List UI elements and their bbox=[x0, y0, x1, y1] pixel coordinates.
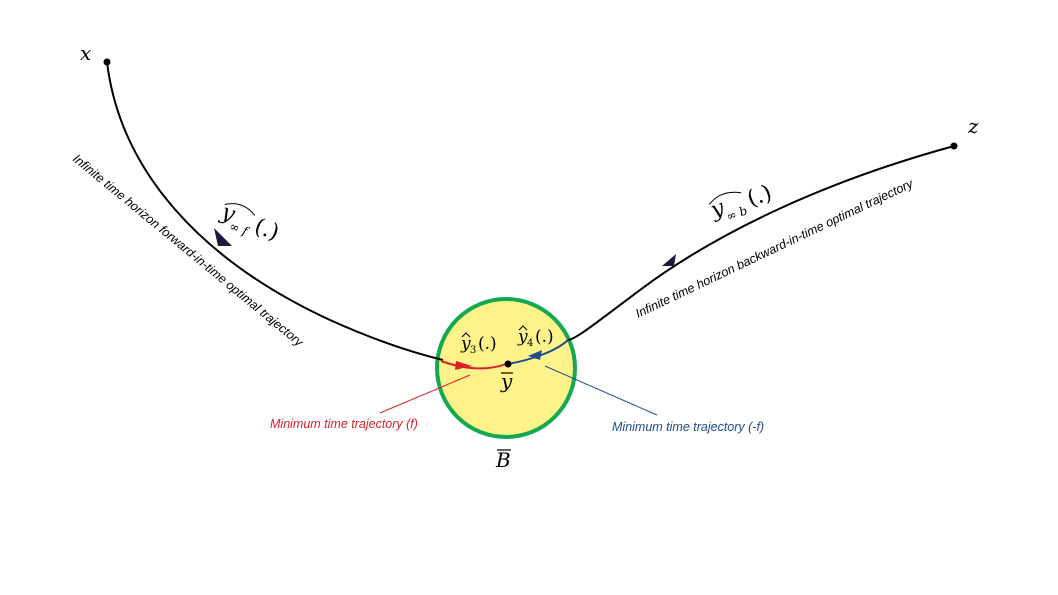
backward-arrow bbox=[662, 254, 676, 266]
point-x bbox=[103, 58, 111, 66]
label-ball: B bbox=[495, 448, 511, 472]
min-time-minus-f-label: Minimum time trajectory (-f) bbox=[612, 420, 764, 434]
y3-symbol: y 3 (.) bbox=[460, 332, 497, 356]
point-ybar bbox=[504, 360, 512, 368]
backward-symbol-sub: ∞ b bbox=[724, 203, 749, 224]
red-arrow bbox=[455, 361, 472, 370]
y4-arg: (.) bbox=[535, 327, 554, 347]
label-z: z bbox=[967, 114, 979, 138]
backward-symbol: y ∞ b (.) bbox=[707, 180, 776, 224]
backward-symbol-hat bbox=[708, 191, 742, 205]
y4-sub: 4 bbox=[527, 338, 533, 349]
label-x: x bbox=[80, 41, 91, 65]
y3-main: y bbox=[460, 334, 471, 354]
forward-symbol-arg: (.) bbox=[251, 214, 282, 246]
blue-trajectory bbox=[507, 339, 569, 365]
min-time-f-label: Minimum time trajectory (f) bbox=[270, 417, 418, 431]
forward-trajectory bbox=[106, 61, 444, 361]
backward-symbol-arg: (.) bbox=[744, 180, 775, 212]
label-ybar: y bbox=[500, 369, 513, 393]
forward-symbol-hat bbox=[224, 203, 256, 216]
ball-b bbox=[435, 297, 577, 439]
point-z bbox=[950, 142, 958, 150]
forward-symbol-sub: ∞ f bbox=[227, 219, 251, 239]
backward-trajectory-label: Infinite time horizon backward-in-time o… bbox=[633, 176, 916, 321]
red-trajectory bbox=[440, 360, 507, 370]
y4-symbol: y 4 (.) bbox=[517, 325, 554, 349]
forward-trajectory-label: Infinite time horizon forward-in-time op… bbox=[70, 152, 306, 350]
y4-main: y bbox=[517, 327, 528, 347]
blue-arrow bbox=[528, 350, 542, 360]
y3-hat bbox=[461, 332, 471, 338]
y3-arg: (.) bbox=[478, 334, 497, 354]
backward-trajectory bbox=[567, 145, 955, 341]
red-leader-line bbox=[379, 374, 471, 414]
blue-leader-line bbox=[544, 365, 658, 416]
y4-hat bbox=[518, 325, 528, 331]
forward-arrow bbox=[214, 228, 232, 246]
y3-sub: 3 bbox=[470, 345, 476, 356]
